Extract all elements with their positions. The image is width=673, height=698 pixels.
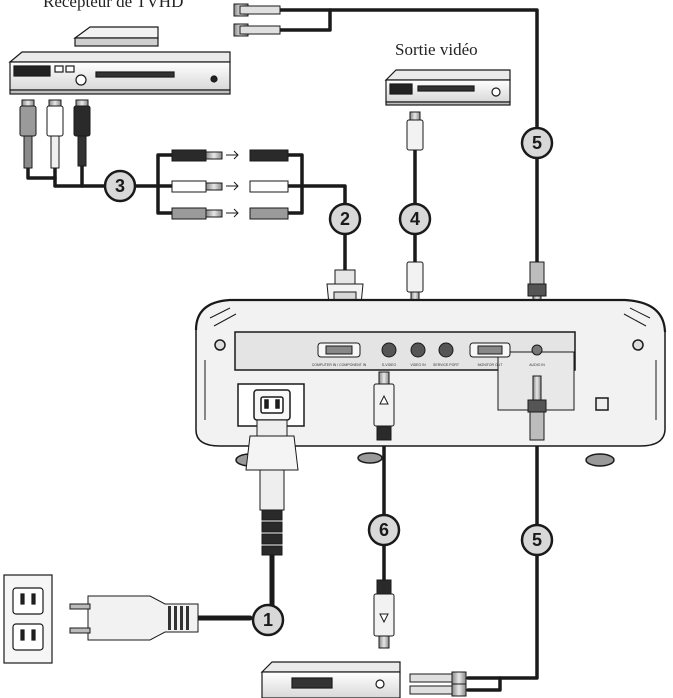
s-video-plug-top bbox=[373, 371, 395, 441]
port-monitor-out: MONITOR OUT bbox=[469, 342, 511, 367]
svg-text:AUDIO IN: AUDIO IN bbox=[529, 363, 545, 367]
component-cable-to-vga bbox=[286, 153, 347, 207]
callout-6-text: 6 bbox=[379, 520, 389, 540]
callout-5-top-text: 5 bbox=[532, 133, 542, 153]
s-video-plug-bottom bbox=[373, 579, 395, 649]
svg-text:S-VIDEO: S-VIDEO bbox=[382, 363, 397, 367]
audio-rca-pair-bottom bbox=[409, 671, 467, 697]
power-cord-plug bbox=[245, 419, 299, 556]
callout-1: 1 bbox=[251, 603, 285, 637]
rca-plug-gray bbox=[19, 99, 37, 169]
callout-6: 6 bbox=[367, 513, 401, 547]
callout-5-bottom: 5 bbox=[520, 523, 554, 557]
callout-4: 4 bbox=[398, 202, 432, 236]
port-audio-in: AUDIO IN bbox=[529, 344, 545, 367]
video-source-vcr bbox=[384, 69, 511, 106]
callout-2: 2 bbox=[328, 202, 362, 236]
callout-4-text: 4 bbox=[410, 209, 420, 229]
video-rca-plug-top bbox=[406, 111, 424, 151]
rca-plug-dark bbox=[73, 99, 91, 167]
svg-text:VIDEO IN: VIDEO IN bbox=[410, 363, 426, 367]
port-video-in: VIDEO IN bbox=[410, 342, 426, 367]
wall-plug bbox=[69, 595, 199, 641]
port-service: SERVICE PORT bbox=[433, 342, 460, 367]
callout-1-text: 1 bbox=[263, 610, 273, 630]
component-cable-split bbox=[130, 153, 174, 188]
callout-3-text: 3 bbox=[115, 176, 125, 196]
audio-plug-bottom bbox=[527, 375, 547, 441]
rca-plug-white bbox=[46, 99, 64, 169]
port-s-video: S-VIDEO bbox=[381, 342, 397, 367]
video-output-label: Sortie vidéo bbox=[395, 40, 478, 59]
audio-cable-top bbox=[254, 8, 539, 132]
callout-5-top: 5 bbox=[520, 126, 554, 160]
dvd-rca-plugs bbox=[19, 99, 91, 169]
port-computer-in: COMPUTER IN / COMPONENT IN bbox=[312, 342, 367, 367]
wall-outlet bbox=[3, 574, 53, 664]
svg-text:MONITOR OUT: MONITOR OUT bbox=[478, 363, 504, 367]
callout-3: 3 bbox=[103, 169, 137, 203]
svg-text:SERVICE PORT: SERVICE PORT bbox=[433, 363, 460, 367]
audio-rca-pair-top bbox=[233, 3, 281, 37]
callout-2-text: 2 bbox=[340, 209, 350, 229]
svg-text:COMPUTER IN / COMPONENT IN: COMPUTER IN / COMPONENT IN bbox=[312, 363, 367, 367]
projector-ports: COMPUTER IN / COMPONENT IN S-VIDEO VIDEO… bbox=[312, 342, 545, 367]
tvhd-receiver bbox=[8, 26, 231, 95]
callout-5-bottom-text: 5 bbox=[532, 530, 542, 550]
component-adapter bbox=[171, 149, 289, 220]
component-cable-dvd bbox=[26, 166, 57, 180]
tvhd-receiver-label: Récepteur de TVHD bbox=[43, 0, 184, 11]
audio-device-bottom bbox=[260, 661, 401, 698]
